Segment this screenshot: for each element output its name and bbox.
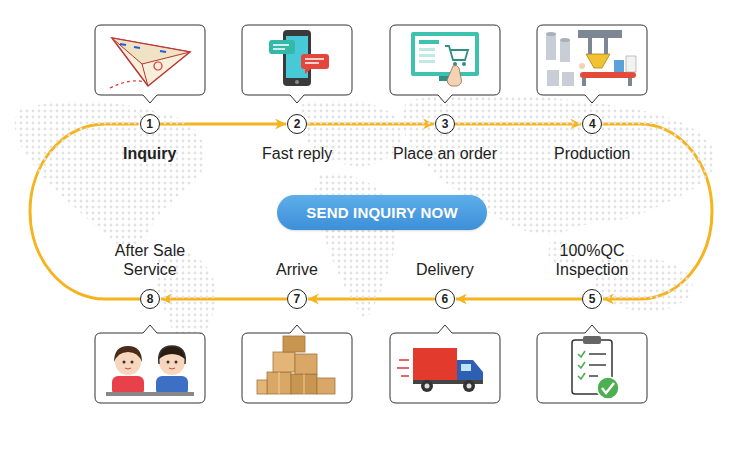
map-dots — [15, 95, 716, 360]
step-circle: 2 — [287, 114, 307, 134]
step-number: 1 — [146, 118, 153, 130]
process-step: 3Place an order — [393, 114, 497, 163]
support-staff-icon — [106, 346, 194, 396]
phone-chat-icon — [269, 30, 329, 86]
inquiry-button: SEND INQUIRY NOW — [277, 195, 487, 230]
step-circle: 4 — [582, 114, 602, 134]
step-label: Arrive — [276, 260, 318, 279]
process-step: 1Inquiry — [123, 114, 176, 163]
process-step: Arrive 7 — [276, 260, 318, 309]
process-step: 4Production — [554, 114, 631, 163]
qc-clipboard-icon — [572, 336, 619, 399]
flow-connector — [456, 298, 582, 301]
step-number: 5 — [589, 293, 596, 305]
step-circle: 7 — [287, 289, 307, 309]
step-number: 7 — [294, 293, 301, 305]
step-label: Delivery — [416, 260, 474, 279]
step-number: 6 — [442, 293, 449, 305]
step-label: 100%QC Inspection — [542, 241, 642, 279]
process-step: 100%QC Inspection 5 — [542, 241, 642, 309]
step-label: Fast reply — [262, 144, 332, 163]
process-step: 2Fast reply — [262, 114, 332, 163]
paper-plane-icon — [110, 38, 190, 88]
speech-bubbles-top — [95, 25, 647, 103]
step-label: Production — [554, 144, 631, 163]
process-step: Delivery 6 — [416, 260, 474, 309]
step-circle: 6 — [435, 289, 455, 309]
step-number: 8 — [147, 293, 154, 305]
online-order-icon — [411, 32, 479, 86]
speech-bubbles-bottom — [95, 325, 647, 403]
step-circle: 3 — [435, 114, 455, 134]
step-circle: 1 — [140, 114, 160, 134]
step-label: Inquiry — [123, 144, 176, 163]
step-circle: 5 — [582, 289, 602, 309]
step-number: 4 — [589, 118, 596, 130]
step-number: 2 — [294, 118, 301, 130]
process-step: After Sale Service 8 — [100, 241, 200, 309]
delivery-truck-icon — [397, 348, 483, 392]
parcel-boxes-icon — [257, 336, 335, 394]
step-circle: 8 — [140, 289, 160, 309]
step-label: Place an order — [393, 144, 497, 163]
step-label: After Sale Service — [100, 241, 200, 279]
button-label: SEND INQUIRY NOW — [306, 204, 458, 221]
step-number: 3 — [442, 118, 449, 130]
production-line-icon — [546, 30, 636, 86]
